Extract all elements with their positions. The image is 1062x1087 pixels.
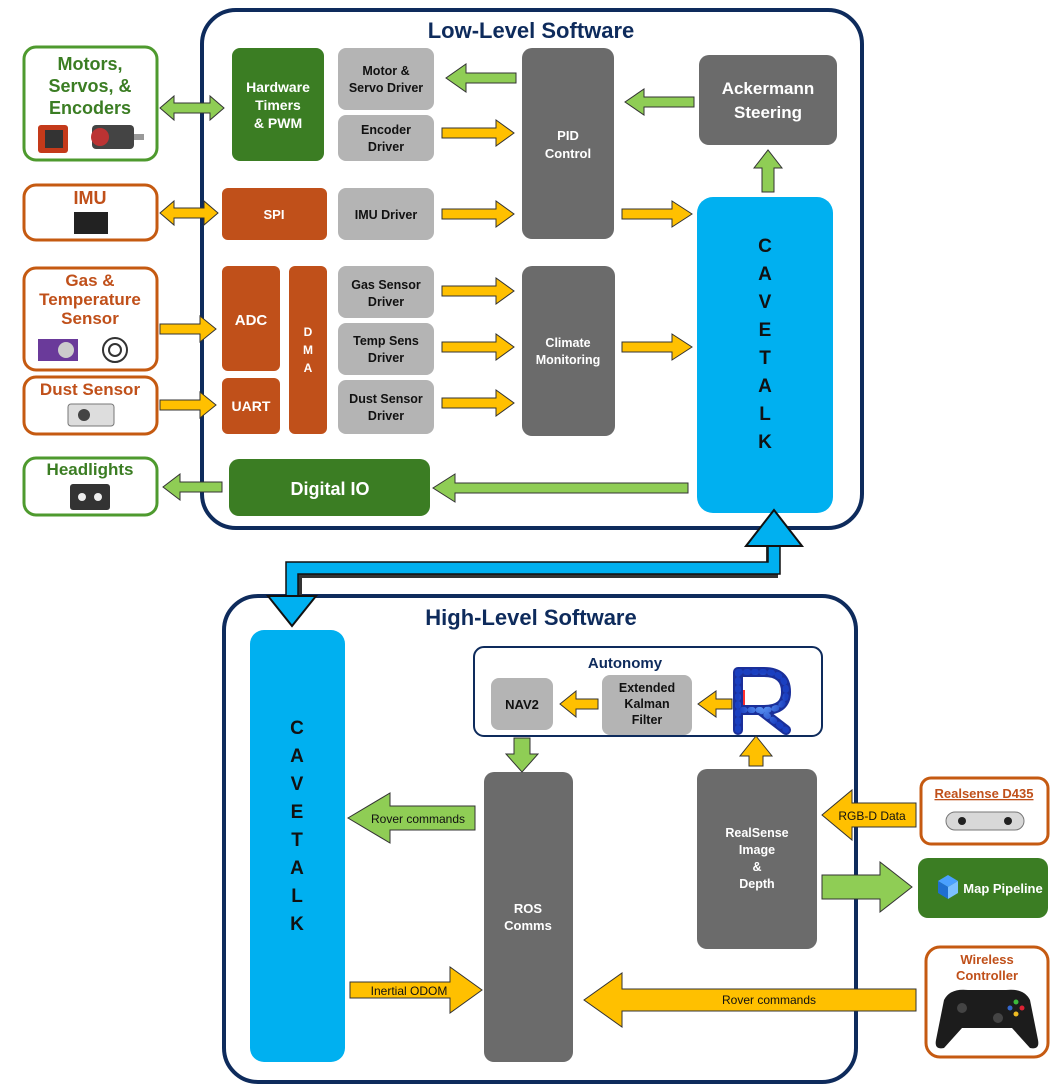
realsense-proc-node xyxy=(697,769,817,949)
rover-commands-bottom-label: Rover commands xyxy=(722,993,816,1007)
ekf-to-nav2-arrow xyxy=(559,689,599,719)
cavetalk-link-arrow xyxy=(265,508,805,628)
r-logo-image xyxy=(733,667,791,735)
dust-label: Dust Sensor xyxy=(40,380,141,399)
digitalio-to-headlights-arrow xyxy=(162,472,223,502)
imu-driver-node xyxy=(338,188,434,240)
low-level-title: Low-Level Software xyxy=(428,18,635,43)
cavetalk-to-ackermann-arrow xyxy=(752,149,784,193)
high-level-title: High-Level Software xyxy=(425,605,636,630)
climate-to-cavetalk-arrow xyxy=(621,333,693,361)
imu-to-pid-arrow xyxy=(441,200,515,228)
headlights-label: Headlights xyxy=(47,460,134,479)
hardware-timers-node xyxy=(232,48,324,161)
dust-sensor-image xyxy=(67,403,115,427)
motor-servo-driver-label: Motor &Servo Driver xyxy=(349,64,423,95)
cavetalk-to-digitalio-arrow xyxy=(432,473,689,503)
encoder-driver-node xyxy=(338,115,434,161)
imu-chip-image xyxy=(74,212,108,234)
cavetalk-high-node xyxy=(250,630,345,1062)
pid-to-cavetalk-arrow xyxy=(621,200,693,228)
r-to-ekf-arrow xyxy=(697,690,733,718)
motor-servo-driver-node xyxy=(338,48,434,110)
gas-to-climate-arrow xyxy=(441,277,515,305)
spi-node xyxy=(222,188,327,240)
temp-to-climate-arrow xyxy=(441,333,515,361)
motors-bidirectional-arrow xyxy=(159,94,225,122)
adc-label: ADC xyxy=(235,312,268,329)
imu-label: IMU xyxy=(74,188,107,208)
rgbd-arrow xyxy=(821,788,917,842)
digital-io-node xyxy=(229,459,430,516)
rover-commands-left-label: Rover commands xyxy=(371,812,465,826)
dma-node xyxy=(289,266,327,434)
nav2-to-ros-arrow xyxy=(504,737,540,773)
pid-to-motor-arrow xyxy=(445,63,517,93)
realsense-to-r-arrow xyxy=(738,735,774,767)
ros-comms-node xyxy=(484,772,573,1062)
ackermann-node xyxy=(699,55,837,145)
nav2-label: NAV2 xyxy=(505,697,539,712)
motor-image xyxy=(38,125,144,153)
map-pipeline-node xyxy=(918,858,1048,918)
pid-control-node xyxy=(522,48,614,239)
ackermann-to-pid-arrow xyxy=(624,88,695,116)
motors-label: Motors,Servos, &Encoders xyxy=(48,54,131,118)
gas-sensor-driver-node xyxy=(338,266,434,318)
inertial-odom-arrow xyxy=(349,966,483,1014)
inertial-odom-label: Inertial ODOM xyxy=(371,984,448,998)
gamepad-image xyxy=(935,989,1039,1049)
uart-label: UART xyxy=(232,398,271,414)
dust-to-uart-arrow xyxy=(159,390,217,420)
adc-node xyxy=(222,266,280,371)
nav2-node xyxy=(491,678,553,730)
realsense-camera-image xyxy=(945,811,1025,831)
headlights-image xyxy=(70,484,110,510)
digital-io-label: Digital IO xyxy=(290,479,369,499)
uart-node xyxy=(222,378,280,434)
to-map-pipeline-arrow xyxy=(821,860,913,914)
imu-driver-label: IMU Driver xyxy=(355,208,418,222)
realsense-label: Realsense D435 xyxy=(934,786,1033,801)
imu-bidirectional-arrow xyxy=(159,199,219,227)
rover-commands-left-arrow xyxy=(347,792,476,844)
ekf-node xyxy=(602,675,692,735)
dust-driver-node xyxy=(338,380,434,434)
cavetalk-low-node xyxy=(697,197,833,513)
gas-to-adc-arrow xyxy=(159,314,217,344)
gas-temp-image xyxy=(38,337,128,363)
temp-driver-node xyxy=(338,323,434,375)
autonomy-title: Autonomy xyxy=(588,655,663,672)
rover-commands-bottom-arrow xyxy=(583,972,917,1028)
map-pipeline-label: Map Pipeline xyxy=(963,881,1042,896)
encoder-to-pid-arrow xyxy=(441,119,515,147)
cube-icon xyxy=(938,875,958,899)
rgbd-label: RGB-D Data xyxy=(838,809,906,823)
climate-node xyxy=(522,266,615,436)
spi-label: SPI xyxy=(264,207,285,222)
dust-to-climate-arrow xyxy=(441,389,515,417)
